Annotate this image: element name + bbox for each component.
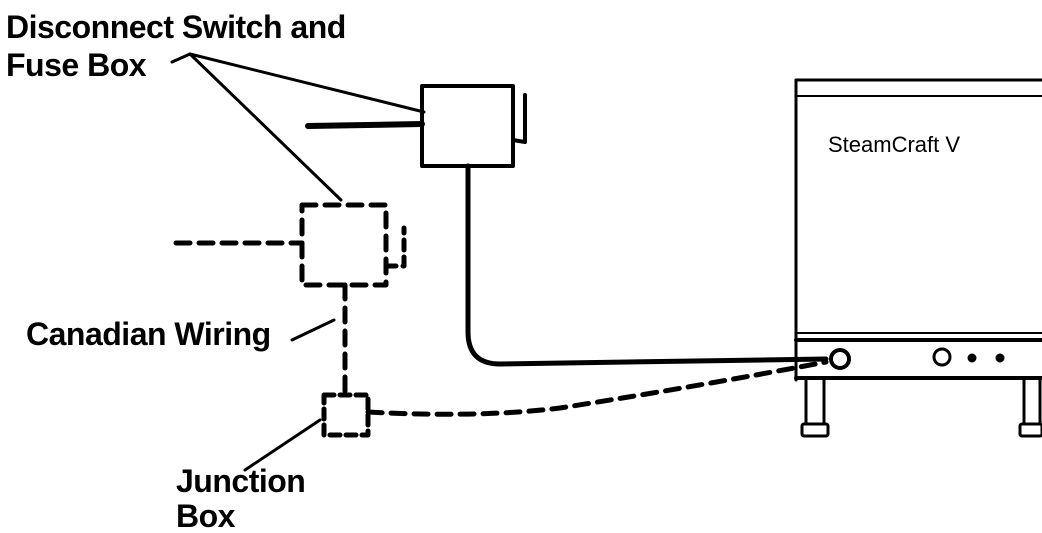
steamcraft-unit	[794, 78, 1042, 438]
canadian-wiring-label: Canadian Wiring	[26, 316, 271, 352]
steamcraft-unit-label: SteamCraft V	[828, 132, 960, 157]
junction-box-leader	[243, 418, 322, 472]
disconnect-switch-label-line2: Fuse Box	[6, 47, 147, 83]
junction-box	[321, 359, 829, 438]
junction-box-label-line2: Box	[176, 498, 236, 533]
disconnect-switch-box-us	[305, 84, 829, 367]
disconnect-switch-label-line1: Disconnect Switch and	[6, 9, 346, 45]
disconnect-leader-lines	[170, 52, 426, 202]
disconnect-switch-box-canadian	[173, 202, 407, 398]
junction-box-label-line1: Junction	[176, 463, 305, 499]
canadian-wiring-leader	[290, 318, 336, 342]
